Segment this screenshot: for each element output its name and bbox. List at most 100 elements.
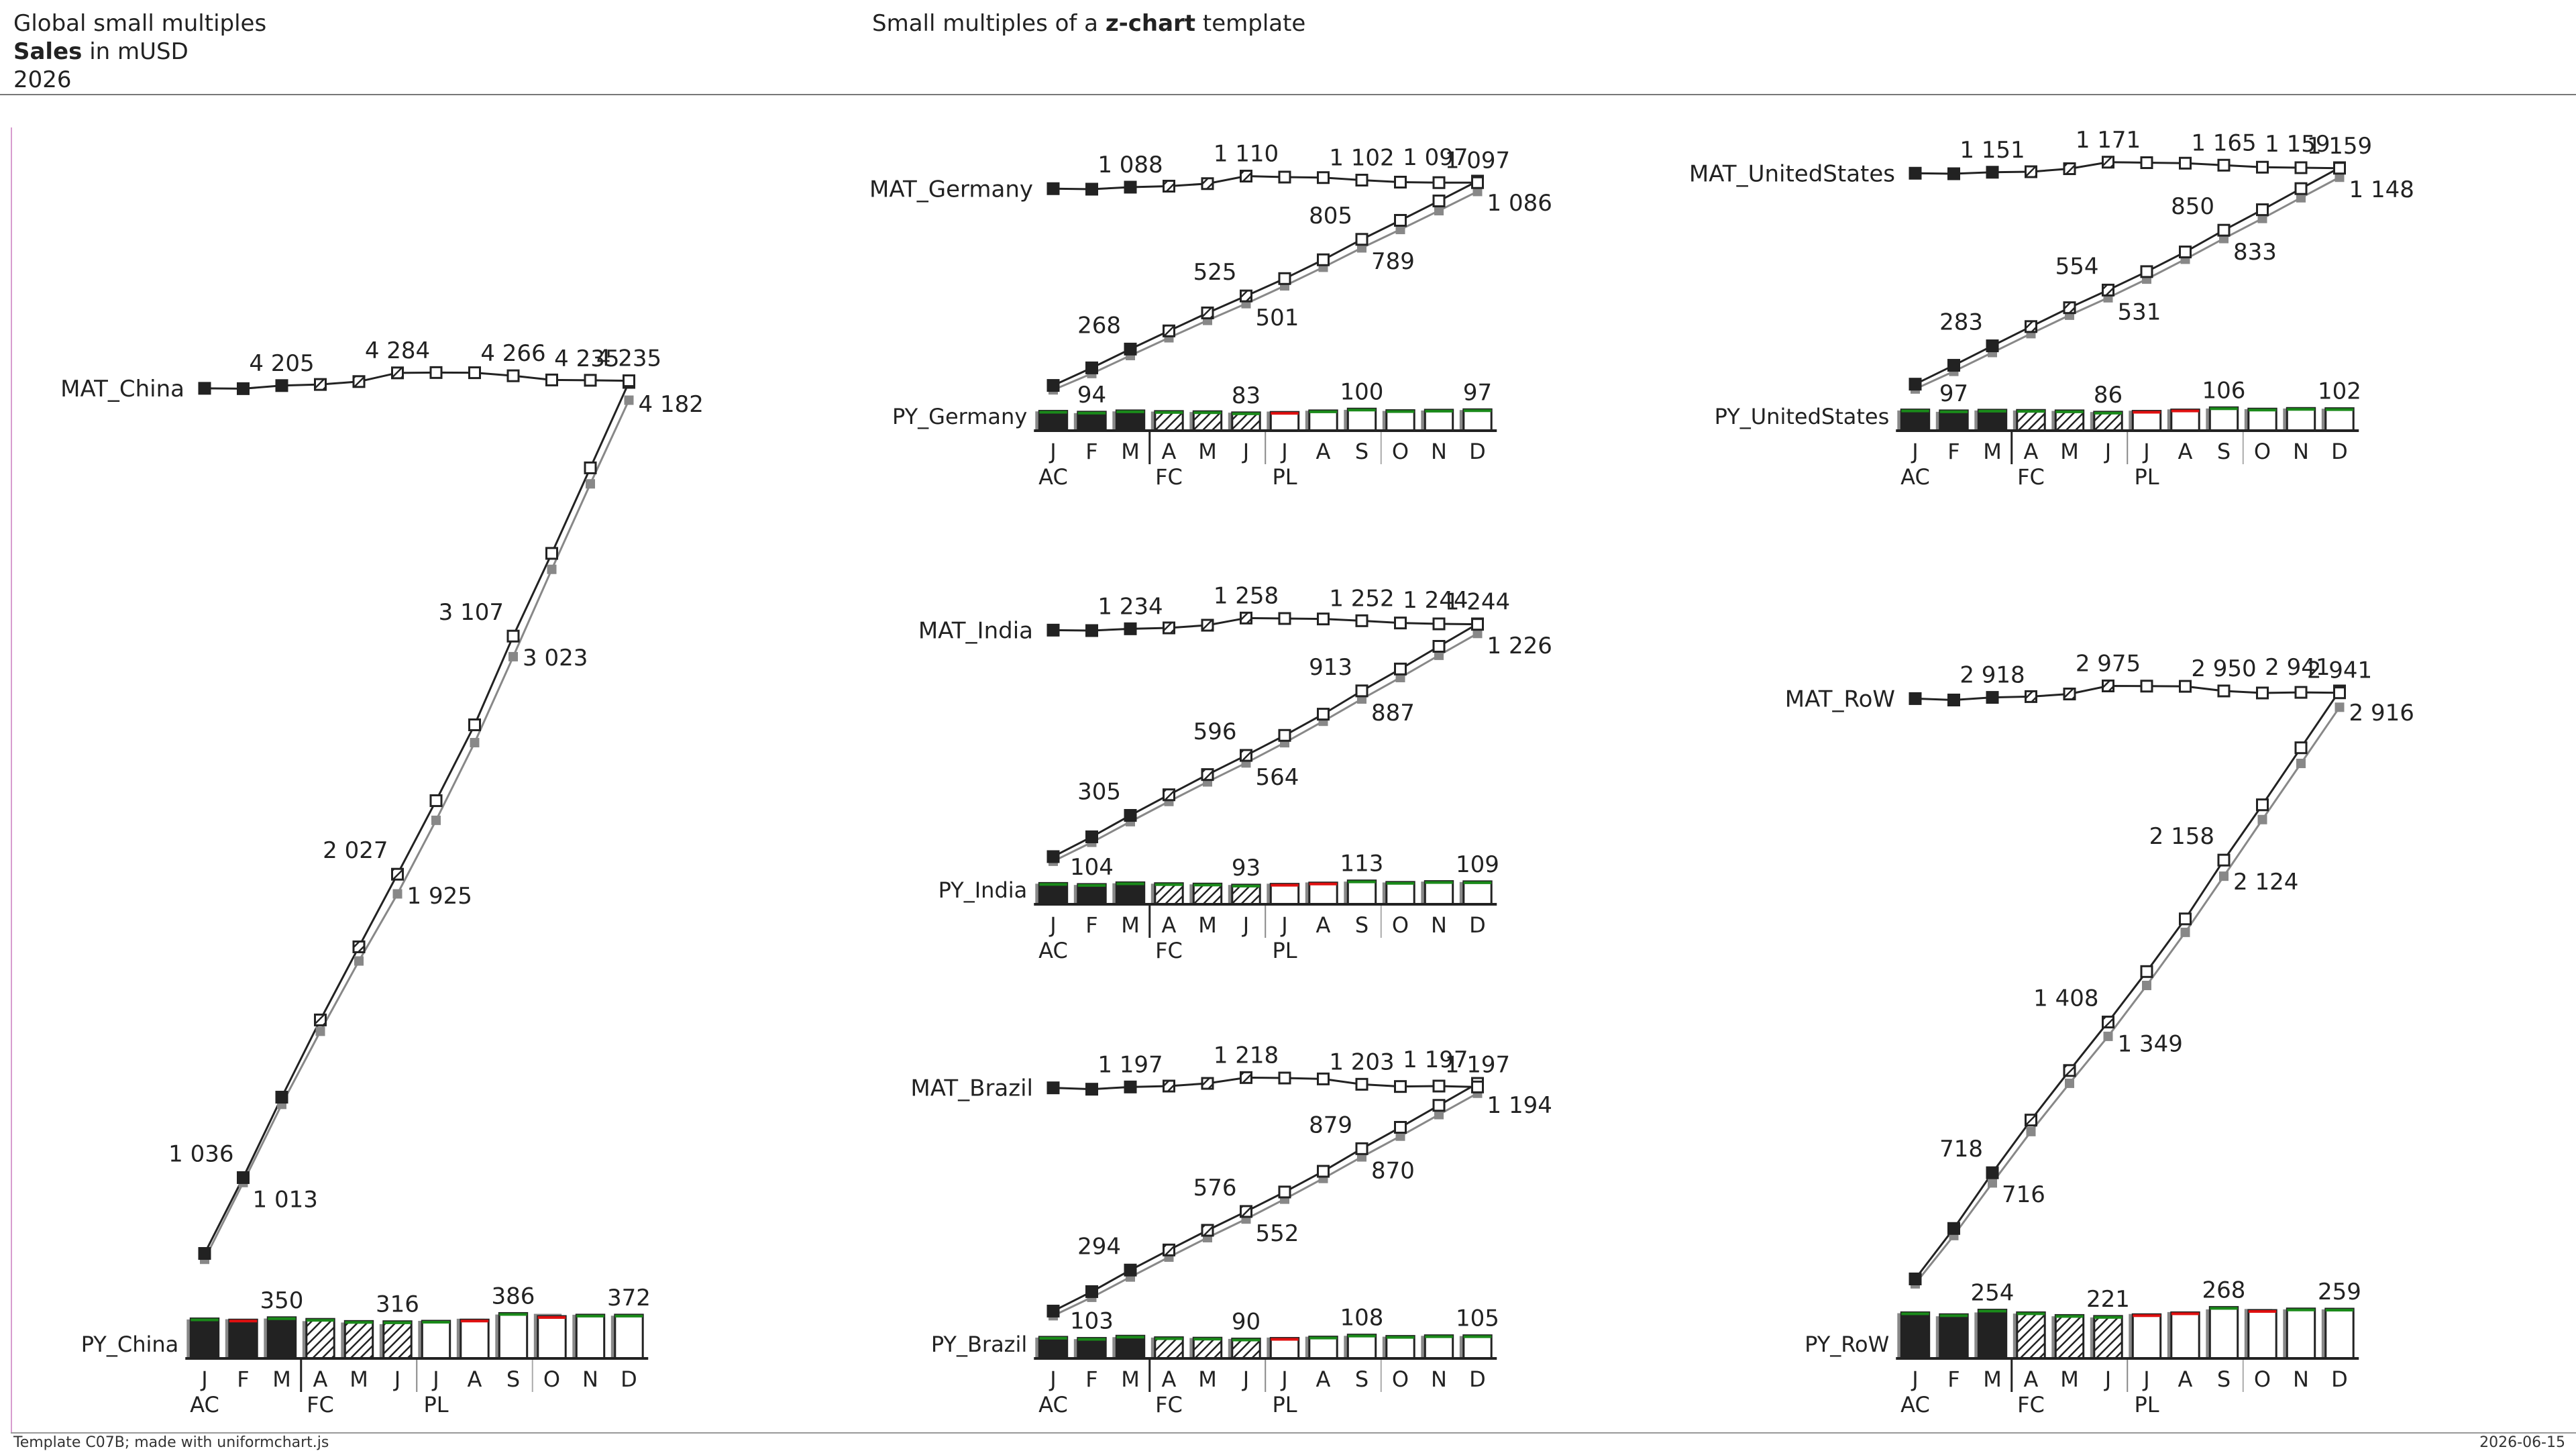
- monthly-bar: [1939, 409, 1969, 432]
- monthly-bar: [382, 1320, 413, 1360]
- cumulative-py-marker: [2296, 759, 2306, 769]
- monthly-bar: [614, 1313, 644, 1360]
- monthly-bar: [1077, 1337, 1107, 1360]
- mat-marker: [275, 379, 288, 392]
- cumulative-upper-label: 1 159: [2265, 131, 2330, 158]
- cumulative-ac-marker: [275, 1091, 288, 1104]
- monthly-bar: [2016, 1311, 2046, 1360]
- cumulative-ac-marker: [2025, 320, 2037, 333]
- cumulative-py-marker: [586, 479, 595, 489]
- mat-marker: [1124, 1080, 1137, 1093]
- month-tick-label: M: [1121, 1366, 1140, 1392]
- mat-marker: [1471, 618, 1484, 631]
- monthly-bar: [1269, 883, 1300, 906]
- monthly-bar: [1115, 881, 1146, 906]
- monthly-value-label: 106: [2202, 377, 2246, 404]
- cumulative-py-line: [1053, 632, 1479, 863]
- month-tick-label: F: [1947, 1366, 1960, 1392]
- cumulative-py-marker: [2257, 814, 2267, 824]
- month-tick-label: A: [2024, 439, 2039, 464]
- mat-value-label: 1 151: [1960, 137, 2025, 164]
- cumulative-ac-marker: [1947, 1222, 1960, 1235]
- variance-cap: [1978, 409, 2006, 413]
- cumulative-lower-label: 2 124: [2233, 869, 2298, 896]
- cumulative-lower-label: 1 226: [1487, 633, 1552, 659]
- variance-cap: [2287, 408, 2315, 411]
- cumulative-lower-label: 552: [1256, 1220, 1299, 1247]
- monthly-value-label: 97: [1939, 380, 1968, 407]
- cumulative-py-marker: [2296, 193, 2306, 203]
- variance-cap: [1155, 411, 1183, 414]
- monthly-bar: [1231, 1338, 1261, 1360]
- cumulative-upper-label: 850: [2171, 193, 2214, 220]
- month-tick-label: J: [393, 1366, 400, 1392]
- cumulative-ac-marker: [2063, 1064, 2076, 1077]
- month-tick-label: J: [1049, 1366, 1056, 1392]
- variance-cap: [1901, 409, 1929, 413]
- mat-marker: [2025, 165, 2037, 178]
- monthly-bar: [1977, 409, 2008, 432]
- cumulative-ac-marker: [1909, 1273, 1922, 1286]
- mat-marker: [1085, 1083, 1098, 1096]
- cumulative-ac-marker: [1317, 253, 1330, 266]
- mat-value-label: 1 097: [1445, 147, 1510, 174]
- left-border: [11, 127, 12, 1432]
- monthly-bar: [1385, 409, 1415, 432]
- month-tick-label: M: [272, 1366, 291, 1392]
- cumulative-ac-marker: [1355, 233, 1368, 246]
- monthly-bar: [2247, 407, 2277, 432]
- cumulative-py-marker: [2026, 1126, 2036, 1136]
- monthly-bar: [2016, 409, 2046, 432]
- cumulative-ac-marker: [2179, 912, 2192, 926]
- report-header: Global small multiples Sales in mUSD 202…: [13, 9, 266, 94]
- mat-marker: [1278, 612, 1291, 625]
- monthly-bar: [343, 1320, 374, 1360]
- monthly-bar: [1154, 1336, 1184, 1360]
- cumulative-lower-label: 1 194: [1487, 1092, 1552, 1119]
- scenario-label-pl: PL: [2134, 464, 2159, 490]
- monthly-bar: [2324, 407, 2355, 432]
- cumulative-upper-label: 1 197: [1403, 1046, 1468, 1073]
- cumulative-ac-marker: [1201, 1224, 1214, 1237]
- month-tick-label: A: [468, 1366, 482, 1392]
- monthly-bar: [2286, 1307, 2316, 1360]
- mat-row-label: MAT_China: [60, 376, 184, 402]
- mat-marker: [391, 366, 404, 380]
- cumulative-ac-marker: [1278, 272, 1291, 285]
- mat-value-label: 4 235: [596, 345, 661, 372]
- variance-cap: [2133, 411, 2161, 414]
- month-tick-label: A: [1162, 439, 1177, 464]
- mat-marker: [2256, 160, 2269, 174]
- cumulative-ac-marker: [198, 1247, 211, 1260]
- monthly-bar: [1900, 1311, 1931, 1360]
- mat-marker: [1163, 180, 1175, 193]
- cumulative-lower-label: 716: [2002, 1181, 2045, 1208]
- cumulative-upper-label: 805: [1309, 203, 1352, 229]
- mat-value-label: 4 284: [365, 337, 430, 364]
- cumulative-ac-marker: [1201, 306, 1214, 319]
- monthly-bar: [1385, 1335, 1415, 1360]
- cumulative-py-marker: [1395, 225, 1405, 235]
- variance-cap: [2171, 409, 2200, 413]
- cumulative-py-marker: [1472, 186, 1483, 197]
- mat-marker: [237, 382, 250, 395]
- variance-cap: [1463, 881, 1492, 884]
- month-tick-label: J: [2142, 1366, 2149, 1392]
- scenario-label-ac: AC: [1038, 464, 1068, 490]
- mat-marker: [1201, 177, 1214, 191]
- cumulative-lower-label: 870: [1371, 1157, 1415, 1184]
- month-tick-label: A: [1316, 439, 1331, 464]
- month-tick-label: S: [1355, 439, 1368, 464]
- cumulative-upper-label: 1 097: [1403, 144, 1468, 171]
- variance-cap: [1978, 1309, 2006, 1313]
- variance-cap: [2325, 408, 2354, 411]
- variance-cap: [1386, 1336, 1415, 1339]
- mat-marker: [1986, 691, 1999, 704]
- mat-marker: [2217, 158, 2231, 172]
- mat-value-label: 1 110: [1214, 141, 1279, 168]
- cumulative-upper-label: 3 107: [439, 599, 504, 626]
- variance-cap: [1425, 409, 1453, 413]
- monthly-bar: [421, 1320, 451, 1360]
